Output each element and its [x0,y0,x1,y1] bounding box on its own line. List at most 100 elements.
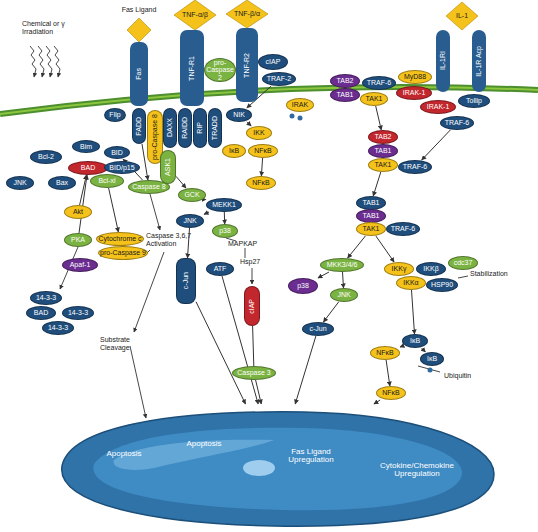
protein-oval: JNK [330,288,358,302]
protein-name: IκB [427,355,437,362]
receptor-bar: TNF-R1 [180,30,204,106]
protein-name: JNK [337,291,350,298]
protein-name: TNF-R2 [243,53,250,78]
nucleus-outcome: Apoptosis [94,450,154,458]
protein-oval: TAB2 [368,130,398,144]
protein-name: DAXX [166,118,173,137]
protein-name: Bcl-xl [98,177,115,184]
protein-oval: TRAF-6 [440,116,474,130]
annotation-label: Hsp27 [240,258,270,266]
protein-name: TRADD [211,116,218,140]
protein-name: TNF-R1 [188,56,195,81]
protein-name: TRAF-2 [267,75,292,82]
protein-oval: MKK3/4/6 [320,258,364,272]
protein-name: Caspase 8 [132,183,165,190]
protein-name: GCK [184,191,199,198]
protein-oval: IKK [246,126,272,140]
protein-name: IRAK-1 [427,103,450,110]
protein-name: Akt [73,208,83,215]
protein-oval: Bcl-xl [90,174,124,188]
protein-name: IL-1R Acp [475,46,482,77]
protein-oval: NFκB [248,144,278,158]
protein-name: c-Jun [309,325,326,332]
protein-name: NIK [233,111,245,118]
protein-oval: IRAK-1 [420,100,456,114]
protein-name: cIAP [248,299,255,314]
ligand-diamond: IL-1 [446,2,478,30]
protein-name: TAB1 [375,147,392,154]
protein-name: JNK [183,217,196,224]
nucleus-inner [93,428,462,510]
protein-name: FADD [135,117,142,136]
protein-oval: cIAP [244,286,260,326]
phosphate-dot [428,368,433,373]
protein-oval: DAXX [163,108,177,148]
protein-oval: NFκB [376,386,406,400]
protein-oval: TAB2 [330,74,360,88]
pathway-arrow [422,348,426,352]
protein-oval: TAB1 [356,196,386,210]
nucleus-outcome: Fas Ligand Upregulation [274,448,348,465]
protein-oval: IKKα [396,276,426,290]
protein-name: TRAF-6 [403,163,428,170]
pathway-arrow [323,302,338,322]
protein-name: NFκB [376,349,394,356]
protein-name: Cytochrome c [98,235,141,242]
protein-oval: PKA [64,233,92,247]
protein-name: TRAF-6 [367,79,392,86]
protein-name: Flip [109,111,120,118]
protein-name: TAK1 [366,95,383,102]
protein-oval: MyD88 [398,70,432,84]
ligand-diamond-shape [226,0,268,28]
protein-name: TAB1 [337,91,354,98]
protein-name: TAB1 [363,199,380,206]
irradiation-arrows [30,46,60,77]
pathway-arrow [204,212,209,214]
protein-oval: TRAF-6 [398,160,432,174]
protein-oval: NFκB [246,176,276,190]
pathway-arrow [348,236,366,258]
protein-oval: c-Jun [176,258,196,304]
protein-name: MKK3/4/6 [327,261,358,268]
protein-name: RIP [196,122,203,134]
protein-name: TNF-α/β [182,11,208,18]
nucleus-outer [62,412,494,526]
pathway-arrow [386,360,390,386]
protein-oval: 14-3-3 [42,321,74,335]
protein-name: TRAF-6 [391,225,416,232]
protein-name: BID [111,149,123,156]
protein-oval: HSP90 [426,278,458,292]
pathway-arrow [79,175,87,233]
protein-name: pro-Caspase 9 [100,249,146,256]
protein-name: IKKγ [392,265,407,272]
protein-oval: TRADD [208,108,222,148]
protein-oval: IκB [420,352,444,366]
protein-name: BAD [81,164,95,171]
protein-oval: Bim [72,140,100,153]
pathway-arrow [176,176,186,188]
protein-name: TNF-β/α [234,10,260,17]
protein-oval: pro-Caspase 9 [98,246,148,260]
receptor-bar: TNF-R2 [236,28,258,102]
receptor-bar: IL-1R Acp [472,30,486,92]
pathway-arrow [109,188,119,232]
protein-oval: pro-Caspase 2 [204,58,236,82]
protein-oval: c-Jun [302,322,334,336]
protein-name: TAK1 [375,161,392,168]
protein-name: 14-3-3 [36,294,56,301]
annotation-label: MAPKAP [228,240,268,248]
protein-name: HSP90 [431,281,453,288]
phosphate-dot [290,114,295,119]
protein-name: cIAP [266,58,281,65]
cell-membrane [0,87,538,114]
annotation-label: Substrate Cleavage [100,336,160,351]
protein-name: IKK [253,129,264,136]
receptor-bar: IL-1RI [436,30,450,92]
protein-name: IKKβ [423,265,438,272]
pathway-arrow [261,158,262,176]
pathway-arrow [343,272,344,288]
protein-name: MyD88 [404,73,426,80]
protein-oval: NIK [226,108,252,122]
protein-name: Caspase 3 [237,369,270,376]
